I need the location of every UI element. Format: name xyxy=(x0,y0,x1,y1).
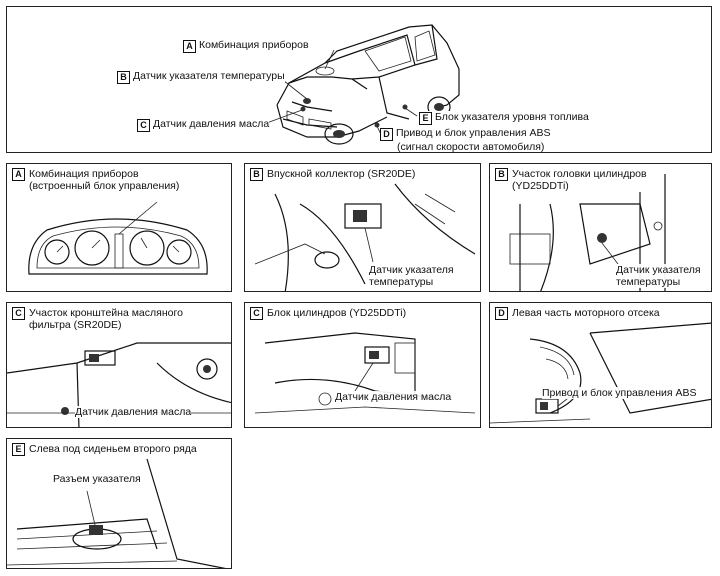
callout-abs: Привод и блок управления ABS xyxy=(542,387,697,399)
panel-title-line1: Участок кронштейна масляного xyxy=(29,307,183,319)
label-text: Комбинация приборов xyxy=(199,39,309,51)
badge-e: E xyxy=(12,443,25,456)
panel-title-line2: (YD25DDTi) xyxy=(512,180,569,192)
badge-a: A xyxy=(12,168,25,181)
panel-title: E Слева под сиденьем второго ряда xyxy=(12,443,200,456)
callout-line1: Датчик давления масла xyxy=(75,406,192,418)
badge-b: B xyxy=(117,71,130,84)
oil-filter-bracket-drawing xyxy=(7,342,231,427)
instrument-cluster-drawing xyxy=(28,201,208,275)
panel-c-cylinder-block: C Блок цилиндров (YD25DDTi) Датчик давле… xyxy=(244,302,481,428)
badge-e: E xyxy=(419,112,432,125)
vehicle-drawing xyxy=(263,24,460,145)
label-text: Датчик указателя температуры xyxy=(133,70,285,82)
callout-oil-pressure: Датчик давления масла xyxy=(335,391,452,403)
callout-line1: Датчик указателя xyxy=(616,264,701,276)
badge-b: B xyxy=(495,168,508,181)
label-text-2: (сигнал скорости автомобиля) xyxy=(397,141,545,153)
callout-line1: Датчик давления масла xyxy=(335,391,452,403)
label-text: Датчик давления масла xyxy=(153,118,270,130)
cylinder-block-drawing xyxy=(254,332,476,414)
badge-c: C xyxy=(137,119,150,132)
panel-title-line1: Слева под сиденьем второго ряда xyxy=(29,443,197,455)
label-text: Привод и блок управления ABS xyxy=(396,127,551,139)
panel-d-engine-bay: D Левая часть моторного отсека Привод и … xyxy=(489,302,712,428)
panel-title: A Комбинация приборов(встроенный блок уп… xyxy=(12,168,183,192)
callout-line2: температуры xyxy=(369,276,434,288)
engine-bay-drawing xyxy=(490,322,711,424)
panel-title-line1: Блок цилиндров (YD25DDTi) xyxy=(267,307,407,319)
panel-title-line2: (встроенный блок управления) xyxy=(29,180,180,192)
badge-a: A xyxy=(183,40,196,53)
callout-line1: Привод и блок управления ABS xyxy=(542,387,697,399)
panel-title: B Впускной коллектор (SR20DE) xyxy=(250,168,419,181)
panel-title-line1: Впускной коллектор (SR20DE) xyxy=(267,168,416,180)
callout-line2: температуры xyxy=(616,276,681,288)
callout-oil-pressure: Датчик давления масла xyxy=(75,406,192,418)
badge-b: B xyxy=(250,168,263,181)
callout-line1: Разъем указателя xyxy=(53,473,141,485)
under-seat-drawing xyxy=(7,458,226,568)
panel-title-line1: Комбинация приборов xyxy=(29,168,139,180)
panel-title-line1: Участок головки цилиндров xyxy=(512,168,647,180)
badge-c: C xyxy=(250,307,263,320)
panel-a-instrument-cluster: A Комбинация приборов(встроенный блок уп… xyxy=(6,163,232,292)
panel-b-cylinder-head: B Участок головки цилиндров(YD25DDTi) Да… xyxy=(489,163,712,292)
badge-d: D xyxy=(380,128,393,141)
panel-title-line1: Левая часть моторного отсека xyxy=(512,307,660,319)
badge-d: D xyxy=(495,307,508,320)
badge-c: C xyxy=(12,307,25,320)
label-text: Блок указателя уровня топлива xyxy=(435,111,589,123)
panel-e-under-seat: E Слева под сиденьем второго ряда Разъем… xyxy=(6,438,232,569)
callout-connector: Разъем указателя xyxy=(53,473,141,485)
panel-b-intake-manifold: B Впускной коллектор (SR20DE) Датчик ука… xyxy=(244,163,481,292)
panel-title: C Блок цилиндров (YD25DDTi) xyxy=(250,307,410,320)
intake-manifold-drawing xyxy=(254,183,476,291)
panel-title-line2: фильтра (SR20DE) xyxy=(29,319,122,331)
panel-title: B Участок головки цилиндров(YD25DDTi) xyxy=(495,168,650,192)
panel-title: D Левая часть моторного отсека xyxy=(495,307,663,320)
callout-line1: Датчик указателя xyxy=(369,264,454,276)
